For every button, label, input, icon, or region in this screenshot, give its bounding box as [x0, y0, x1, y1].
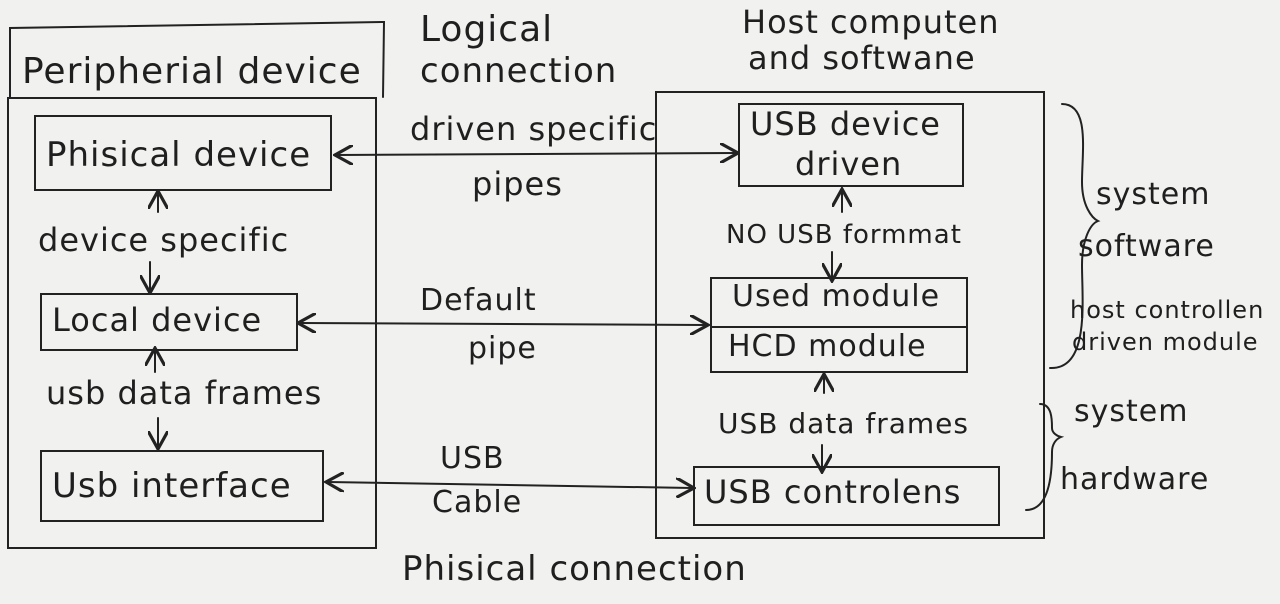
host-title-1: Host computen — [742, 3, 1000, 41]
usb-label: USB — [440, 441, 505, 476]
driver-pipes-arrow — [337, 153, 736, 155]
cable-label: Cable — [432, 485, 523, 520]
usb-interface-label: Usb interface — [52, 466, 292, 506]
hcd-module-label: HCD module — [728, 329, 927, 364]
usb-controllers-label: USB controlens — [704, 473, 962, 511]
usb-interface-box — [40, 450, 324, 522]
brace-system-software — [1049, 103, 1101, 370]
peripheral-label-frame — [9, 20, 386, 98]
usb-data-frames-right-label: USB data frames — [718, 407, 969, 440]
local-device-box — [40, 293, 298, 351]
phisical-connection-title: Phisical connection — [402, 549, 747, 589]
usb-device-driver-label-1: USB device — [750, 105, 941, 143]
usb-device-driver-box — [738, 103, 964, 187]
device-specific-label: device specific — [38, 221, 290, 259]
usb-controllers-box — [693, 466, 1000, 526]
pipe-label: pipe — [468, 331, 537, 366]
logical-connection-title-1: Logical — [420, 9, 554, 50]
system-software-label-1: system — [1096, 177, 1211, 212]
host-controller-label-1: host controllen — [1070, 296, 1265, 324]
default-label: Default — [420, 283, 537, 318]
used-hcd-module-box — [710, 277, 968, 373]
phisical-device-box — [34, 115, 332, 191]
usb-cable-arrow — [328, 482, 692, 488]
system-hardware-label-1: system — [1074, 394, 1189, 429]
no-usb-format-label: NO USB formmat — [726, 220, 962, 250]
system-software-label-2: software — [1078, 229, 1215, 264]
local-device-label: Local device — [52, 301, 263, 339]
brace-system-hardware — [1025, 403, 1065, 511]
logical-connection-title-2: connection — [420, 51, 618, 91]
system-hardware-label-2: hardware — [1060, 462, 1210, 497]
host-controller-label-2: driven module — [1072, 328, 1259, 356]
usb-data-frames-left-label: usb data frames — [46, 374, 323, 412]
peripheral-device-title: Peripherial device — [22, 51, 362, 92]
used-module-label: Used module — [732, 279, 941, 314]
driver-specific-label: driven specific — [410, 110, 658, 148]
pipes-label: pipes — [472, 165, 563, 203]
default-pipe-arrow — [300, 323, 706, 325]
phisical-device-label: Phisical device — [46, 135, 312, 175]
usb-device-driver-label-2: driven — [795, 145, 903, 183]
host-title-2: and softwane — [748, 39, 976, 77]
module-divider — [710, 326, 968, 328]
